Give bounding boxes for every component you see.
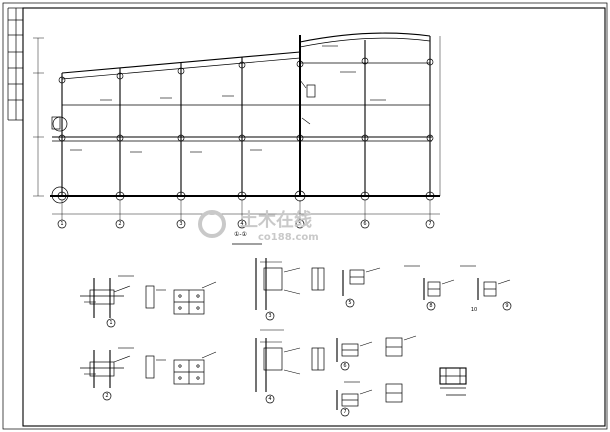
detail-2: 2 [80, 350, 217, 401]
detail-7: 7 [336, 383, 403, 417]
detail-5: 5 [342, 267, 381, 308]
detail-8: 8 [423, 278, 455, 311]
watermark-text-en: co188.com [258, 232, 319, 243]
detail-number: 6 [343, 363, 346, 369]
detail-9: 9 [477, 278, 512, 311]
detail-number: 8 [429, 303, 432, 309]
detail-number: 10 [471, 307, 477, 313]
axis-number: 7 [428, 221, 431, 227]
detail-1: 1 [80, 278, 217, 328]
axis-number: 1 [60, 221, 63, 227]
axis-labels: 1 2 3 4 5 6 7 [57, 200, 435, 229]
axis-number: 6 [363, 221, 366, 227]
elevation-frame [50, 32, 440, 215]
detail-number: 3 [268, 313, 271, 319]
axis-number: 5 [298, 221, 301, 227]
axis-number: 3 [179, 221, 182, 227]
joint-markers [51, 57, 435, 204]
detail-number: 9 [505, 303, 508, 309]
elevation-title: ①-① [232, 231, 262, 245]
detail-10 [439, 367, 467, 396]
elevation-title-text: ①-① [234, 231, 247, 238]
detail-6: 6 [336, 335, 417, 371]
axis-number: 4 [240, 221, 243, 227]
watermark: 土木在线 co188.com [198, 209, 319, 243]
detail-4: 4 [255, 338, 325, 404]
elevation-columns [61, 40, 366, 196]
detail-number: 1 [109, 320, 112, 326]
small-detail-bubbles: 10 [118, 265, 477, 383]
detail-number: 7 [343, 409, 346, 415]
watermark-text-cn: 土木在线 [240, 209, 312, 231]
detail-number: 5 [348, 300, 351, 306]
detail-number: 2 [105, 393, 108, 399]
detail-3: 3 [255, 258, 325, 321]
title-block-strip [7, 7, 23, 121]
axis-number: 2 [118, 221, 121, 227]
detail-number: 4 [268, 396, 271, 402]
elevation-annotations [33, 36, 441, 197]
